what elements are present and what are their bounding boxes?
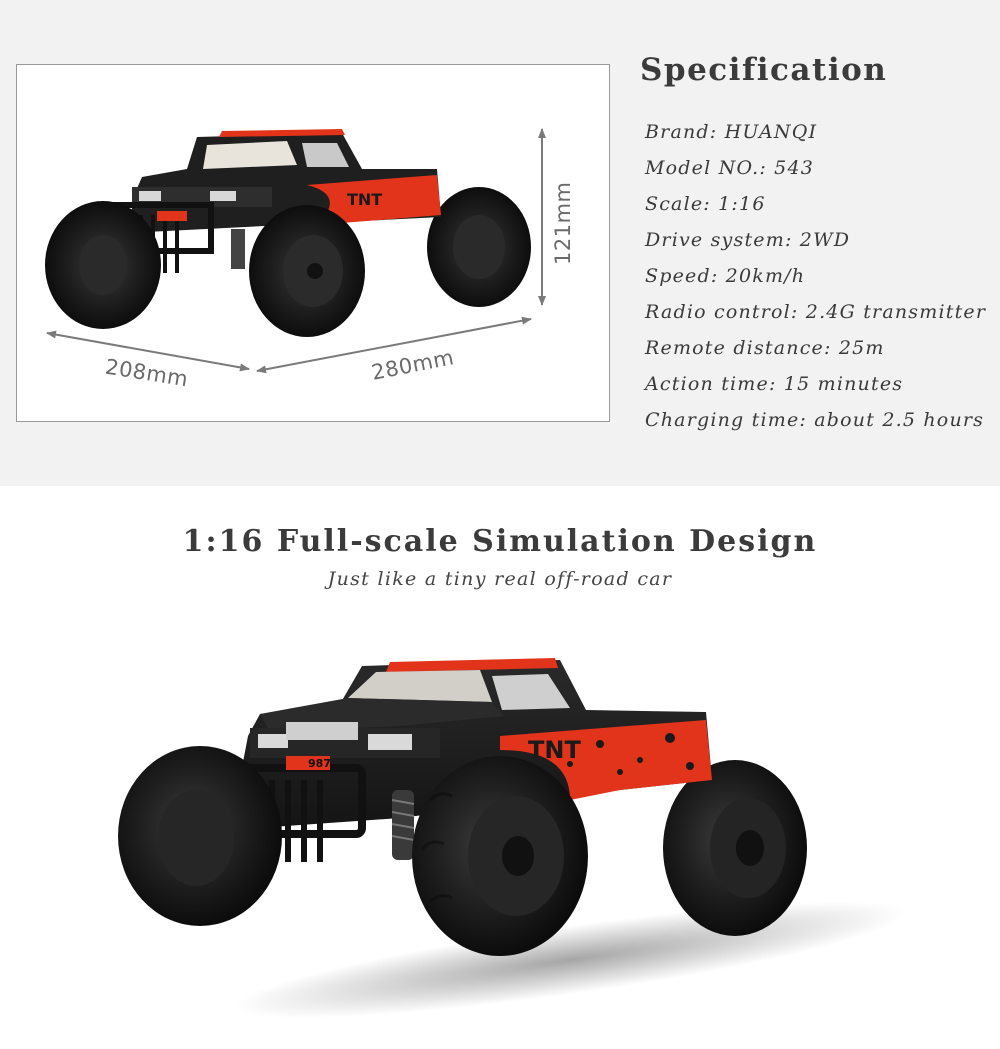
svg-text:TNT: TNT	[528, 736, 581, 764]
car-dimension-image: TNT	[45, 128, 546, 374]
width-arrow	[46, 330, 250, 372]
spec-item-distance: Remote distance: 25m	[645, 337, 885, 359]
spec-title: Specification	[640, 52, 888, 88]
design-title: 1:16 Full-scale Simulation Design	[182, 524, 818, 559]
length-arrow	[256, 316, 532, 374]
spec-item-action-time: Action time: 15 minutes	[645, 373, 904, 395]
hero-car-image: TNT 987	[118, 658, 907, 1019]
dimension-diagram: TNT	[16, 64, 610, 422]
svg-text:987: 987	[308, 757, 331, 770]
spec-item-model: Model NO.: 543	[645, 157, 815, 179]
spec-item-radio: Radio control: 2.4G transmitter	[645, 301, 987, 323]
svg-text:TNT: TNT	[347, 190, 382, 209]
spec-item-brand: Brand: HUANQI	[645, 121, 818, 143]
spec-item-speed: Speed: 20km/h	[645, 265, 806, 287]
small-car-illustration: TNT	[45, 129, 531, 337]
height-label: 121mm	[551, 181, 575, 266]
spec-item-charging-time: Charging time: about 2.5 hours	[645, 409, 985, 431]
design-subtitle: Just like a tiny real off-road car	[327, 568, 673, 590]
specification-section: TNT	[0, 0, 1000, 486]
spec-list: Brand: HUANQI Model NO.: 543 Scale: 1:16…	[645, 114, 986, 438]
spec-item-scale: Scale: 1:16	[645, 193, 766, 215]
spec-item-drive: Drive system: 2WD	[645, 229, 851, 251]
